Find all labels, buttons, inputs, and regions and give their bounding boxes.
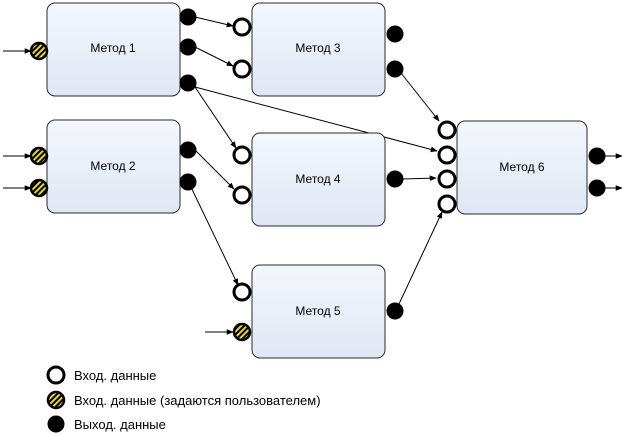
input-port[interactable] <box>437 169 457 189</box>
output-port[interactable] <box>179 8 197 26</box>
output-port[interactable] <box>386 302 404 320</box>
legend-item-user-input: Вход. данные (задаются пользователем) <box>46 390 321 410</box>
user-input-port[interactable] <box>29 178 49 198</box>
input-port[interactable] <box>232 282 252 302</box>
method-label: Метод 3 <box>295 41 341 55</box>
wire-m2-m4 <box>194 149 235 190</box>
output-port[interactable] <box>179 141 197 159</box>
user-input-port[interactable] <box>29 146 49 166</box>
output-port[interactable] <box>386 25 404 43</box>
wire-m3-m6 <box>400 72 440 122</box>
legend-item-output: Выход. данные <box>47 415 166 433</box>
user-input-port[interactable] <box>29 41 49 61</box>
output-port[interactable] <box>179 74 197 92</box>
method-box-4[interactable]: Метод 4 <box>251 132 386 227</box>
input-port[interactable] <box>232 59 252 79</box>
wire-m1-m3a <box>194 16 234 28</box>
legend-label-output: Выход. данные <box>74 417 166 432</box>
legend-label-user-input: Вход. данные (задаются пользователем) <box>74 393 321 408</box>
input-port[interactable] <box>437 145 457 165</box>
method-box-3[interactable]: Метод 3 <box>251 2 386 97</box>
legend-label-input: Вход. данные <box>74 368 156 383</box>
user-input-port[interactable] <box>232 322 252 342</box>
input-port[interactable] <box>437 194 457 214</box>
input-port[interactable] <box>232 145 252 165</box>
output-port-icon <box>47 415 65 433</box>
wire-m1-m6 <box>194 86 438 153</box>
input-port[interactable] <box>232 185 252 205</box>
wire-m4-m6 <box>402 175 437 181</box>
method-box-5[interactable]: Метод 5 <box>251 264 386 359</box>
method-box-1[interactable]: Метод 1 <box>46 2 181 97</box>
input-port-icon <box>46 365 66 385</box>
output-port[interactable] <box>179 173 197 191</box>
output-port[interactable] <box>179 38 197 56</box>
method-box-6[interactable]: Метод 6 <box>456 120 588 215</box>
ports <box>29 8 606 342</box>
method-label: Метод 1 <box>90 41 136 55</box>
input-port[interactable] <box>232 17 252 37</box>
connections <box>3 16 623 335</box>
user-input-port-icon <box>46 390 66 410</box>
wire-m1-m4 <box>194 86 237 149</box>
output-port[interactable] <box>386 170 404 188</box>
output-port[interactable] <box>588 147 606 165</box>
method-label: Метод 6 <box>499 160 545 174</box>
wire-m5-m6 <box>398 211 443 305</box>
output-port[interactable] <box>588 179 606 197</box>
method-label: Метод 2 <box>90 159 136 173</box>
legend: Вход. данные Вход. данные (задаются поль… <box>46 365 321 433</box>
method-label: Метод 4 <box>295 172 341 186</box>
method-box-2[interactable]: Метод 2 <box>46 119 181 214</box>
input-port[interactable] <box>437 120 457 140</box>
wire-m2-m5 <box>188 182 239 286</box>
legend-item-input: Вход. данные <box>46 365 156 385</box>
method-label: Метод 5 <box>295 304 341 318</box>
wire-m1-m3b <box>194 46 234 67</box>
output-port[interactable] <box>386 60 404 78</box>
